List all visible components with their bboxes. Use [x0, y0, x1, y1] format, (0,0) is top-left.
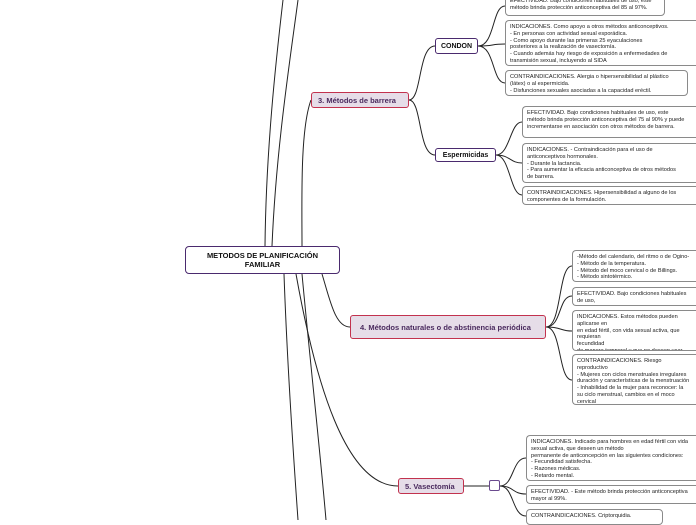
vasectomia-indicaciones-note: INDICACIONES. Indicado para hombres en e… — [526, 435, 696, 481]
espermicidas-efectividad-note: EFECTIVIDAD. Bajo condiciones habituales… — [522, 106, 696, 138]
condon-indicaciones-note: INDICACIONES. Como apoyo a otros métodos… — [505, 20, 696, 66]
condon-efectividad-note: EFECTIVIDAD. Bajo condiciones habituales… — [505, 0, 665, 16]
vasectomia-efectividad-note: EFECTIVIDAD. - Este método brinda protec… — [526, 485, 696, 504]
root-node[interactable]: METODOS DE PLANIFICACIÓN FAMILIAR — [185, 246, 340, 274]
vasectomia-contraindicaciones-note: CONTRAINDICACIONES. Criptorquidia. — [526, 509, 663, 525]
condon-title: CONDON — [440, 42, 473, 50]
branch-barrera-title: 3. Métodos de barrera — [318, 95, 396, 105]
branch-metodos-naturales[interactable]: 4. Métodos naturales o de abstinencia pe… — [350, 315, 546, 339]
espermicidas-title: Espermicidas — [442, 151, 489, 159]
branch-metodos-barrera[interactable]: 3. Métodos de barrera — [311, 92, 409, 108]
naturales-efectividad-note: EFECTIVIDAD. Bajo condiciones habituales… — [572, 287, 696, 306]
root-title: METODOS DE PLANIFICACIÓN FAMILIAR — [206, 250, 319, 269]
naturales-metodos-note: -Método del calendario, del ritmo o de O… — [572, 250, 696, 282]
espermicidas-contraindicaciones-note: CONTRAINDICACIONES. Hipersensibilidad a … — [522, 186, 696, 205]
espermicidas-indicaciones-note: INDICACIONES. - Contraindicación para el… — [522, 143, 696, 183]
subnode-espermicidas[interactable]: Espermicidas — [435, 148, 496, 162]
subnode-condon[interactable]: CONDON — [435, 38, 478, 54]
naturales-contraindicaciones-note: CONTRAINDICACIONES. Riesgo reproductivo … — [572, 354, 696, 405]
vasectomia-collapsed-subnode[interactable] — [489, 480, 500, 491]
branch-naturales-title: 4. Métodos naturales o de abstinencia pe… — [360, 322, 531, 332]
condon-contraindicaciones-note: CONTRAINDICACIONES. Alergia o hipersensi… — [505, 70, 688, 96]
branch-vasectomia-title: 5. Vasectomía — [405, 481, 455, 491]
branch-vasectomia[interactable]: 5. Vasectomía — [398, 478, 464, 494]
naturales-indicaciones-note: INDICACIONES. Estos métodos pueden aplic… — [572, 310, 696, 351]
